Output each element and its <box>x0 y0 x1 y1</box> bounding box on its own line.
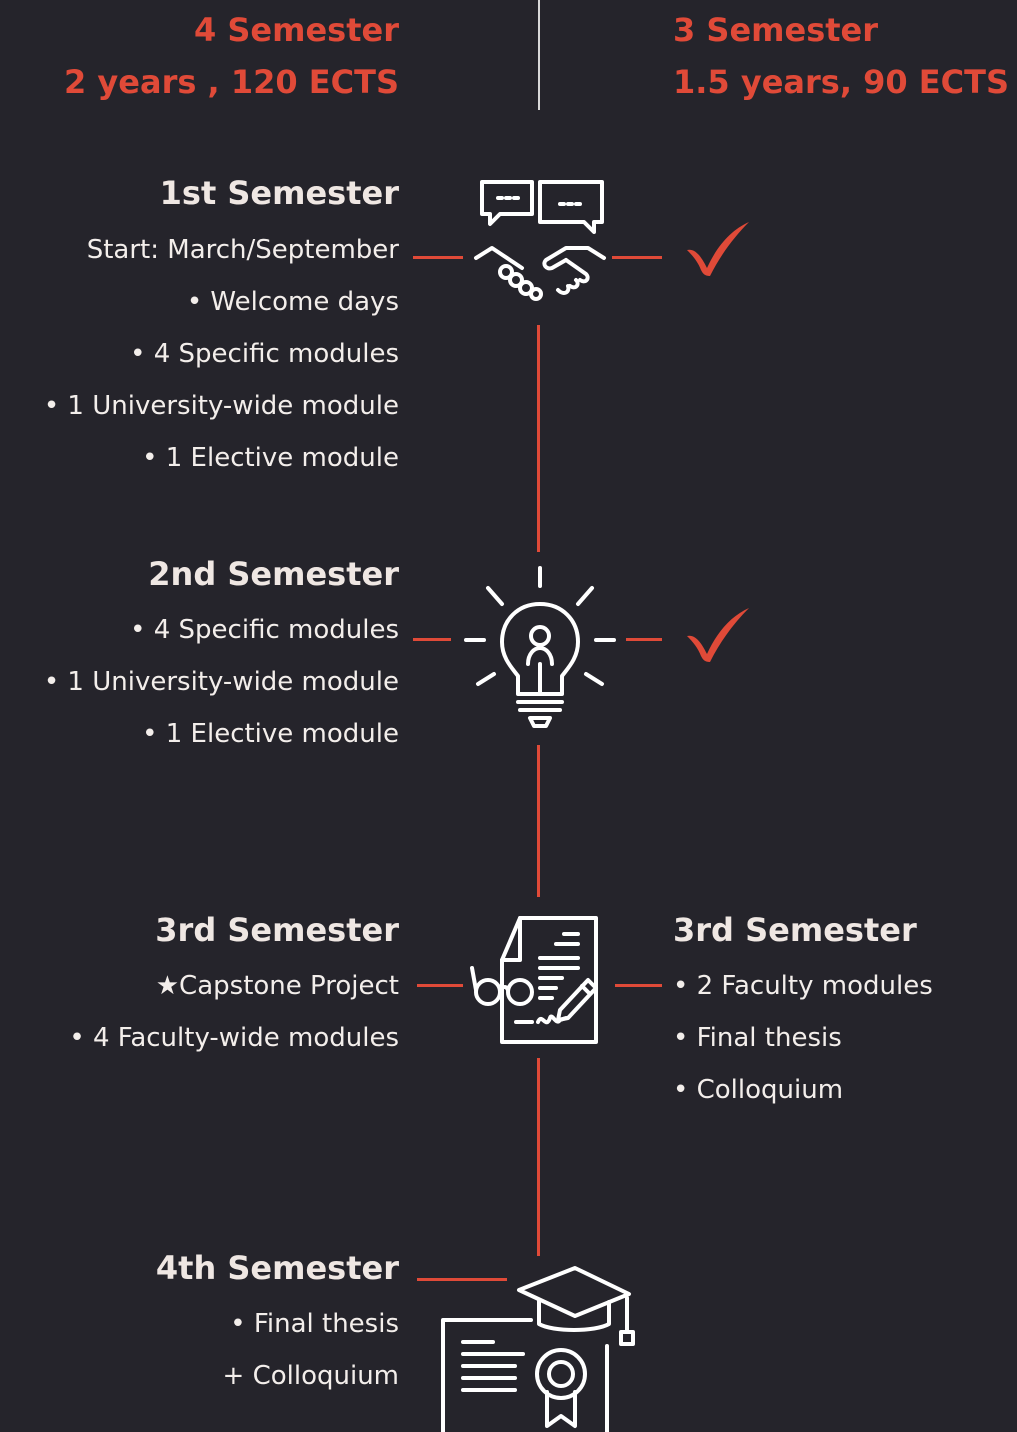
list-item: • 1 University-wide module <box>43 391 399 421</box>
long-track-ects: 2 years , 120 ECTS <box>64 63 399 101</box>
semester-1-items: Start: March/September • Welcome days • … <box>44 224 399 484</box>
connector-left <box>417 984 463 987</box>
semester-4-items: • Final thesis + Colloquium <box>223 1298 399 1402</box>
list-item: + Colloquium <box>222 1361 399 1391</box>
list-item: Start: March/September <box>86 235 399 265</box>
list-item: • 1 University-wide module <box>43 667 399 697</box>
connector-left <box>413 638 451 641</box>
checkmark-icon <box>687 608 749 662</box>
list-item: • Colloquium <box>673 1075 844 1105</box>
semester-2-title: 2nd Semester <box>148 555 399 593</box>
connector-left <box>417 1278 507 1281</box>
handshake-icon <box>474 180 606 301</box>
short-track-header: 3 Semester 1.5 years, 90 ECTS <box>673 4 1009 108</box>
short-track-semester-3-title: 3rd Semester <box>673 911 917 949</box>
short-track-semester-3-items: • 2 Faculty modules • Final thesis • Col… <box>673 960 933 1116</box>
checkmark-icon <box>687 222 749 276</box>
list-item: • 4 Specific modules <box>130 339 399 369</box>
list-item: • Welcome days <box>186 287 399 317</box>
semester-4-title: 4th Semester <box>155 1249 399 1287</box>
semester-3-items: ★Capstone Project • 4 Faculty-wide modul… <box>69 960 399 1064</box>
connector-right <box>615 984 662 987</box>
graduation-certificate-icon <box>441 1266 635 1432</box>
list-item: ★Capstone Project <box>155 971 399 1001</box>
timeline-segment <box>537 745 540 897</box>
short-track-ects: 1.5 years, 90 ECTS <box>673 63 1009 101</box>
connector-right <box>626 638 662 641</box>
connector-left <box>413 256 463 259</box>
timeline-segment <box>537 325 540 552</box>
semester-1-title: 1st Semester <box>159 174 399 212</box>
timeline-segment <box>537 1058 540 1256</box>
connector-right <box>612 256 662 259</box>
long-track-header: 4 Semester 2 years , 120 ECTS <box>64 4 399 108</box>
document-signing-icon <box>470 916 598 1044</box>
list-item: • 4 Specific modules <box>130 615 399 645</box>
list-item: • 1 Elective module <box>142 443 399 473</box>
list-item: • 4 Faculty-wide modules <box>69 1023 399 1053</box>
list-item: • 1 Elective module <box>142 719 399 749</box>
lightbulb-icon <box>464 566 616 728</box>
semester-3-title: 3rd Semester <box>155 911 399 949</box>
long-track-duration: 4 Semester <box>193 11 399 49</box>
list-item: • Final thesis <box>230 1309 399 1339</box>
list-item: • Final thesis <box>673 1023 842 1053</box>
semester-2-items: • 4 Specific modules • 1 University-wide… <box>44 604 399 760</box>
header-divider <box>538 0 540 110</box>
list-item: • 2 Faculty modules <box>673 971 933 1001</box>
short-track-duration: 3 Semester <box>673 11 879 49</box>
